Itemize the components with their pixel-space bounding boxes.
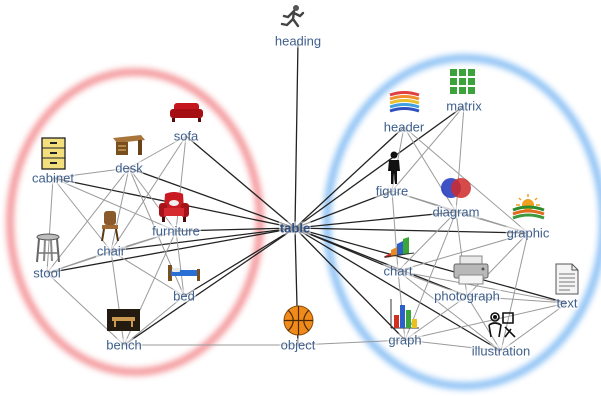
node-header[interactable]: header bbox=[382, 119, 426, 135]
edge-table-heading bbox=[294, 40, 299, 229]
node-bench[interactable]: bench bbox=[105, 337, 143, 353]
person-icon bbox=[385, 151, 403, 185]
edge-header-diagram bbox=[403, 126, 457, 213]
graphics-cluster-ellipse bbox=[323, 54, 601, 390]
edge-table-stool bbox=[46, 227, 296, 274]
bar-chart-icon bbox=[383, 236, 415, 258]
edge-furniture-bed bbox=[175, 230, 185, 297]
books-icon bbox=[388, 90, 421, 115]
column-graph-icon bbox=[389, 299, 419, 329]
printer-icon bbox=[452, 255, 490, 285]
edge-desk-stool bbox=[46, 167, 130, 274]
edge-table-bench bbox=[123, 227, 296, 346]
node-object[interactable]: object bbox=[279, 337, 317, 353]
edge-diagram-chart bbox=[397, 211, 457, 272]
edge-text-graph bbox=[404, 302, 568, 341]
edge-table-header bbox=[294, 126, 405, 229]
bench-icon bbox=[107, 309, 140, 331]
node-cabinet[interactable]: cabinet bbox=[31, 170, 75, 186]
node-figure[interactable]: figure bbox=[374, 183, 410, 199]
edge-diagram-graph bbox=[404, 211, 457, 341]
edge-graphic-illustration bbox=[500, 232, 529, 352]
grid-icon bbox=[449, 68, 477, 96]
node-furniture[interactable]: furniture bbox=[151, 223, 201, 239]
edge-desk-furniture bbox=[128, 167, 177, 232]
edge-table-desk bbox=[128, 167, 296, 229]
node-heading[interactable]: heading bbox=[273, 33, 323, 49]
node-illustration[interactable]: illustration bbox=[470, 343, 532, 359]
node-text[interactable]: text bbox=[555, 295, 579, 311]
armchair-icon bbox=[157, 191, 191, 223]
node-bed[interactable]: bed bbox=[172, 288, 196, 304]
edge-cabinet-furniture bbox=[52, 177, 177, 232]
stool-icon bbox=[34, 233, 62, 263]
edge-photograph-graph bbox=[404, 295, 468, 341]
edge-figure-chart bbox=[391, 190, 399, 272]
edge-layer bbox=[46, 40, 568, 352]
edge-table-graph bbox=[294, 227, 406, 341]
edge-stool-bench bbox=[46, 272, 125, 346]
node-table[interactable]: table bbox=[278, 220, 312, 236]
sofa-icon bbox=[169, 101, 204, 123]
node-sofa[interactable]: sofa bbox=[172, 128, 200, 144]
edge-table-sofa bbox=[185, 135, 296, 229]
edge-bed-bench bbox=[123, 295, 185, 346]
edge-desk-chair bbox=[110, 167, 130, 252]
edge-header-figure bbox=[391, 126, 405, 192]
node-diagram[interactable]: diagram bbox=[431, 204, 481, 220]
node-matrix[interactable]: matrix bbox=[445, 98, 483, 114]
sketch-icon bbox=[485, 309, 517, 339]
edge-text-illustration bbox=[500, 302, 568, 352]
node-chair[interactable]: chair bbox=[95, 243, 127, 259]
document-icon bbox=[555, 263, 579, 295]
edge-cabinet-chair bbox=[52, 177, 112, 252]
node-graphic[interactable]: graphic bbox=[505, 225, 551, 241]
sunrise-icon bbox=[511, 192, 546, 222]
edge-table-photograph bbox=[294, 227, 468, 297]
edge-chart-text bbox=[397, 270, 568, 304]
edge-sofa-chair bbox=[110, 135, 187, 252]
node-chart[interactable]: chart bbox=[382, 263, 414, 279]
edge-cabinet-stool bbox=[46, 177, 54, 274]
node-graph[interactable]: graph bbox=[387, 332, 423, 348]
cabinet-icon bbox=[40, 137, 67, 170]
desk-icon bbox=[111, 132, 146, 156]
furniture-cluster-ellipse bbox=[6, 68, 264, 376]
edge-chair-bed bbox=[110, 250, 185, 297]
node-stool[interactable]: stool bbox=[32, 265, 62, 281]
edge-table-text bbox=[294, 227, 568, 304]
node-photograph[interactable]: photograph bbox=[433, 288, 501, 304]
edge-table-bed bbox=[183, 227, 296, 297]
edge-table-illustration bbox=[294, 227, 502, 352]
bed-icon bbox=[167, 262, 201, 282]
runner-icon bbox=[278, 4, 308, 30]
chair-icon bbox=[99, 210, 121, 242]
ball-icon bbox=[283, 305, 314, 336]
edge-table-chair bbox=[110, 227, 296, 252]
edge-table-graphic bbox=[294, 227, 529, 234]
edge-table-diagram bbox=[294, 211, 457, 229]
edge-photograph-illustration bbox=[466, 295, 502, 352]
edge-chart-illustration bbox=[397, 270, 502, 352]
edge-table-matrix bbox=[294, 105, 465, 229]
node-desk[interactable]: desk bbox=[114, 160, 144, 176]
venn-icon bbox=[440, 177, 472, 199]
edge-matrix-figure bbox=[391, 105, 465, 192]
